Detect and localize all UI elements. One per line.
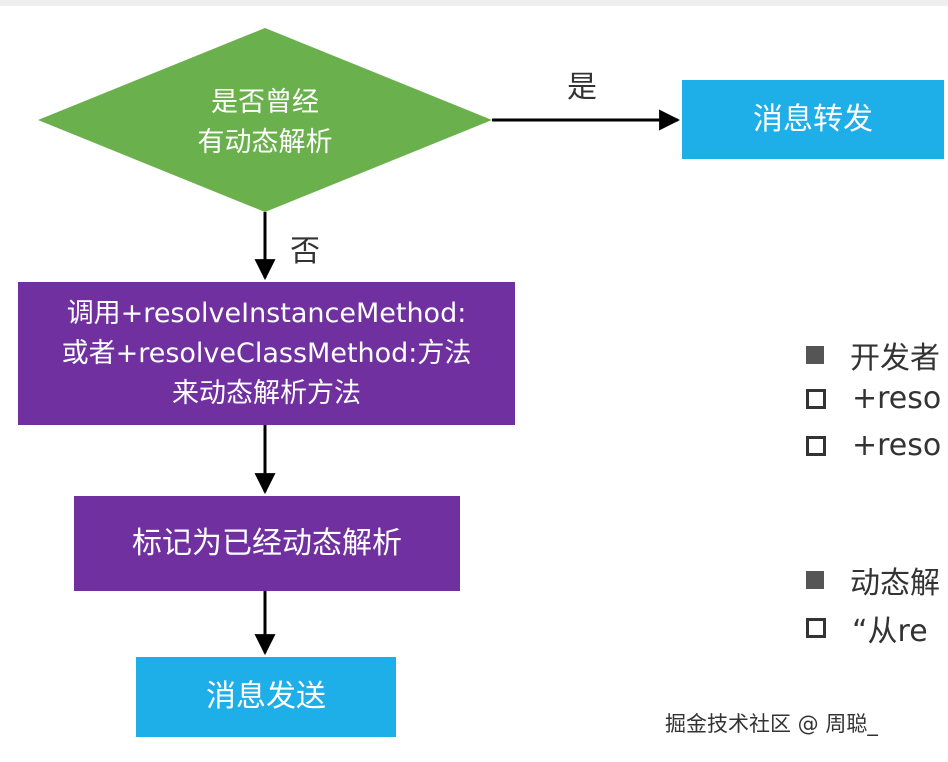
yes-label: 是 <box>567 70 597 105</box>
note-item: +reso <box>806 381 941 416</box>
note-text: 开发者 <box>850 341 940 376</box>
forward-box-label: 消息转发 <box>753 101 873 137</box>
note-item: 开发者 <box>806 333 940 377</box>
decision-line-1: 是否曾经 <box>211 87 319 118</box>
note-text: 动态解 <box>850 566 940 601</box>
resolve-method-box: 调用+resolveInstanceMethod: 或者+resolveClas… <box>18 282 515 425</box>
decision-label: 是否曾经 有动态解析 <box>140 78 390 168</box>
note-text: “从re <box>852 614 928 649</box>
resolve-line-1: 调用+resolveInstanceMethod: <box>66 297 467 329</box>
mark-resolved-box: 标记为已经动态解析 <box>74 496 460 591</box>
mark-resolved-label: 标记为已经动态解析 <box>132 525 402 561</box>
note-text: +reso <box>852 381 942 416</box>
decision-line-2: 有动态解析 <box>197 127 333 158</box>
resolve-line-3: 来动态解析方法 <box>172 377 361 409</box>
send-box: 消息发送 <box>136 657 396 737</box>
note-item: 动态解 <box>806 558 940 602</box>
send-box-label: 消息发送 <box>206 679 326 714</box>
filled-square-bullet-icon <box>806 571 824 589</box>
no-label: 否 <box>290 234 320 269</box>
note-text: +reso <box>852 428 942 463</box>
decision-diamond <box>38 28 492 212</box>
resolve-line-2: 或者+resolveClassMethod:方法 <box>61 337 472 369</box>
filled-square-bullet-icon <box>806 346 824 364</box>
top-divider <box>0 0 948 6</box>
forward-box: 消息转发 <box>682 80 944 159</box>
note-item: “从re <box>806 606 928 650</box>
watermark: 掘金技术社区 @ 周聪_ <box>665 712 878 736</box>
hollow-square-bullet-icon <box>806 618 826 638</box>
hollow-square-bullet-icon <box>806 435 826 456</box>
note-item: +reso <box>806 428 941 463</box>
hollow-square-bullet-icon <box>806 388 826 409</box>
